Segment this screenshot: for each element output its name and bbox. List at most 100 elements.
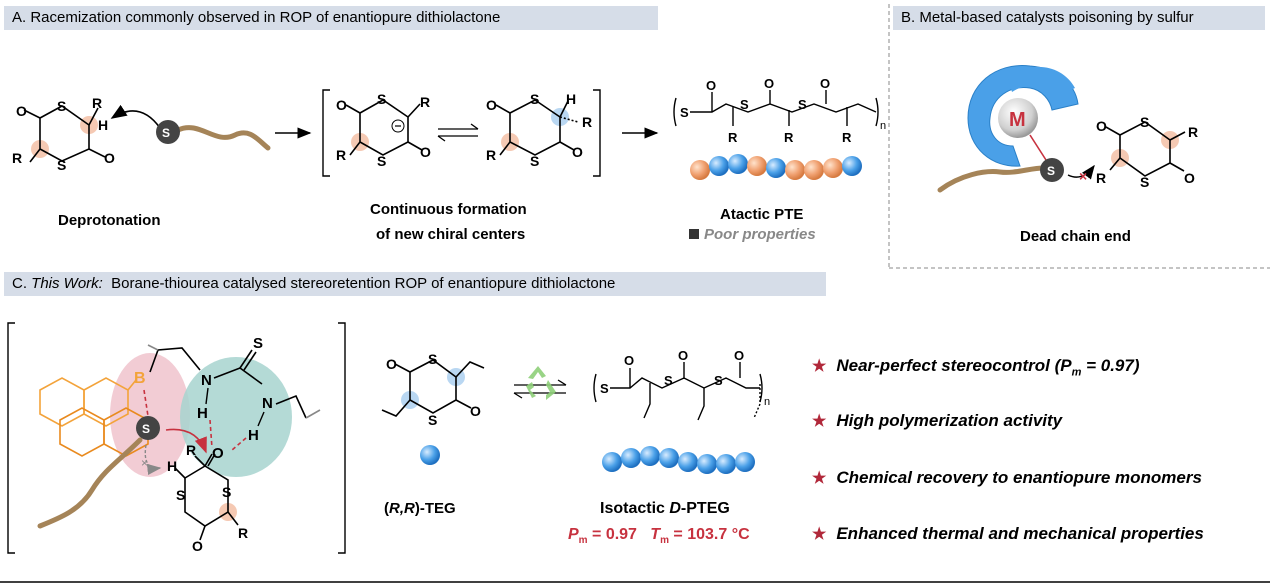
h-bond-1 bbox=[209, 419, 213, 449]
atom-s: S bbox=[176, 487, 185, 503]
thiolate-bead-c bbox=[136, 416, 160, 440]
feature-stereocontrol: ★Near-perfect stereocontrol (Pm = 0.97) bbox=[812, 356, 1139, 378]
panel-c-prefix: C. bbox=[12, 275, 32, 292]
atom-s: S bbox=[740, 97, 749, 112]
atom-r: R bbox=[238, 525, 248, 541]
feature-sub: m bbox=[1071, 366, 1082, 379]
atom-h: H bbox=[167, 458, 177, 474]
atom-o: O bbox=[764, 76, 774, 91]
atom-s: S bbox=[162, 126, 170, 140]
atom-o: O bbox=[470, 403, 481, 419]
pm-tm-values: Pm = 0.97 Tm = 103.7 °C bbox=[568, 526, 750, 546]
panel-c-title: Borane-thiourea catalysed stereoretentio… bbox=[102, 275, 616, 292]
atom-r: R bbox=[12, 150, 22, 166]
atom-s: S bbox=[377, 91, 386, 107]
isotactic-beads bbox=[602, 446, 755, 474]
atom-o: O bbox=[336, 97, 347, 113]
atom-s: S bbox=[530, 91, 539, 107]
charge-symbol bbox=[391, 119, 405, 133]
atom-o: O bbox=[16, 103, 27, 119]
pteg-label-post: -PTEG bbox=[680, 500, 730, 517]
polymer-chain-c bbox=[37, 437, 143, 529]
catalyst-shell-upper bbox=[1008, 66, 1075, 98]
tm-sub: m bbox=[660, 535, 669, 547]
atom-n: N bbox=[201, 372, 212, 389]
atom-h: H bbox=[248, 427, 259, 444]
atom-o: O bbox=[192, 538, 203, 554]
attack-arrow bbox=[165, 428, 207, 454]
polymer-chain-b bbox=[937, 165, 1047, 193]
atom-o: O bbox=[734, 348, 744, 363]
atom-r: R bbox=[842, 130, 852, 145]
atom-s: S bbox=[680, 105, 689, 120]
atom-s: S bbox=[57, 98, 66, 114]
atom-o: O bbox=[212, 445, 224, 462]
continuous-formation-label: Continuous formation bbox=[370, 201, 527, 218]
atom-o: O bbox=[1184, 170, 1195, 186]
thiolate-bead bbox=[156, 120, 180, 144]
atom-r: R bbox=[1096, 170, 1106, 186]
atom-r: R bbox=[582, 114, 592, 130]
atom-o: O bbox=[624, 353, 634, 368]
bracket-left bbox=[322, 89, 330, 177]
pm-symbol: P bbox=[568, 526, 579, 543]
linker-chain bbox=[149, 347, 201, 373]
transition-monomer bbox=[174, 453, 239, 541]
atom-h: H bbox=[566, 91, 576, 107]
feature-text: Enhanced thermal and mechanical properti… bbox=[836, 524, 1204, 543]
new-chiral-centers-label: of new chiral centers bbox=[376, 226, 526, 243]
atom-n: N bbox=[262, 395, 273, 412]
b-s-interaction bbox=[143, 389, 149, 417]
dead-chain-end-label: Dead chain end bbox=[1020, 228, 1131, 245]
teg-monomer bbox=[381, 359, 485, 417]
tm-value: = 103.7 °C bbox=[668, 526, 750, 543]
naphthyl-group bbox=[39, 377, 149, 457]
tm-symbol: T bbox=[650, 526, 661, 543]
deprotonation-label: Deprotonation bbox=[58, 212, 161, 229]
atom-s: S bbox=[428, 412, 437, 428]
star-icon: ★ bbox=[812, 413, 827, 430]
atom-s: S bbox=[253, 335, 263, 352]
borane-bond bbox=[127, 379, 137, 391]
atom-r: R bbox=[336, 147, 346, 163]
bracket-c-left bbox=[7, 322, 15, 554]
panel-c-header: C. This Work: Borane-thiourea catalysed … bbox=[4, 272, 826, 296]
atom-o: O bbox=[572, 144, 583, 160]
atom-r: R bbox=[420, 94, 430, 110]
atom-b: B bbox=[134, 370, 146, 387]
star-icon: ★ bbox=[812, 470, 827, 487]
feature-activity: ★ High polymerization activity bbox=[812, 411, 1062, 431]
isotactic-polymer bbox=[593, 362, 763, 421]
panel-c-this-work: This Work: bbox=[31, 275, 103, 292]
atom-s: S bbox=[377, 153, 386, 169]
atom-o: O bbox=[486, 97, 497, 113]
atom-o: O bbox=[706, 78, 716, 93]
thiol-bead-b bbox=[1040, 158, 1064, 182]
atom-s: S bbox=[714, 373, 723, 388]
atom-s: S bbox=[1047, 164, 1055, 178]
blocked-mark-c: × bbox=[141, 456, 148, 470]
bracket-right bbox=[593, 89, 601, 177]
thiourea-activation-zone bbox=[180, 357, 292, 477]
atom-h: H bbox=[197, 405, 208, 422]
repeat-n: n bbox=[764, 396, 770, 408]
metal-center bbox=[998, 98, 1038, 138]
pm-sub: m bbox=[578, 535, 588, 547]
deprotonation-arrow bbox=[110, 104, 161, 129]
atom-r: R bbox=[92, 95, 102, 111]
teg-label-italic: R,R bbox=[389, 500, 415, 517]
feature-text: High polymerization activity bbox=[836, 411, 1063, 430]
atom-s: S bbox=[57, 157, 66, 173]
atom-s: S bbox=[1140, 114, 1149, 130]
panel-a-header: A. Racemization commonly observed in ROP… bbox=[4, 6, 658, 30]
ethyl-group bbox=[275, 394, 307, 419]
atom-s: S bbox=[664, 373, 673, 388]
atom-r: R bbox=[1188, 124, 1198, 140]
teg-label-pre: ( bbox=[384, 500, 389, 517]
recycle-icon bbox=[526, 366, 556, 400]
panel-b-header: B. Metal-based catalysts poisoning by su… bbox=[893, 6, 1265, 30]
blocked-attack-arrow bbox=[1067, 164, 1095, 180]
teg-label: (R,R)-TEG bbox=[384, 500, 456, 517]
polymer-chain-a bbox=[175, 125, 271, 151]
